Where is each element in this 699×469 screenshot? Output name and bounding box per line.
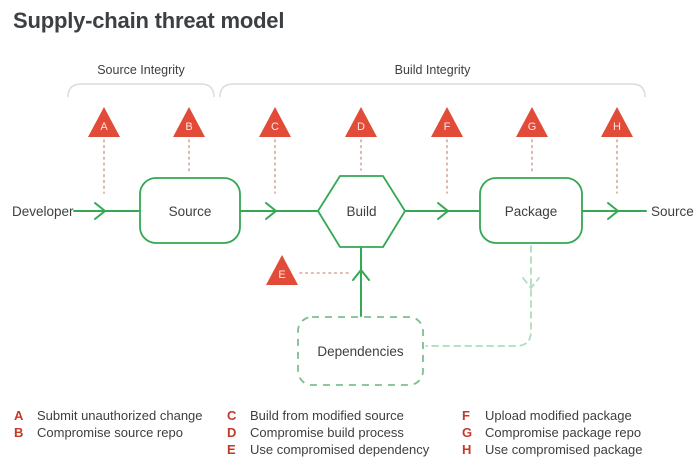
legend-item-d: D Compromise build process [227, 424, 429, 441]
legend-item-a: A Submit unauthorized change [14, 407, 203, 424]
dependencies-node-shape [297, 316, 424, 386]
threat-letter-g: G [527, 121, 537, 133]
page-title: Supply-chain threat model [13, 8, 285, 33]
threat-pointer-lines [103, 139, 618, 274]
build-integrity-label: Build Integrity [394, 63, 471, 77]
package-node-label: Package [504, 204, 558, 219]
build-node-label: Build [346, 204, 377, 219]
legend-letter-a: A [14, 408, 24, 423]
legend-column-3: F Upload modified package G Compromise p… [462, 407, 643, 458]
legend-letter-f: F [462, 408, 470, 423]
legend-desc-a: Submit unauthorized change [37, 408, 203, 423]
arrowhead-f [437, 202, 449, 220]
package-dependency-link [425, 245, 540, 347]
threat-letter-h: H [613, 121, 621, 133]
arrowhead-h [607, 202, 619, 220]
legend-column-2: C Build from modified source D Compromis… [227, 407, 429, 458]
legend-letter-c: C [227, 408, 237, 423]
legend-desc-e: Use compromised dependency [250, 442, 430, 457]
arrowhead-e [352, 269, 370, 281]
threat-letter-a: A [100, 121, 108, 133]
source-node-shape [139, 177, 241, 244]
build-node-shape [317, 175, 406, 248]
threat-letter-c: C [271, 121, 279, 133]
flow-output-label: Source [651, 204, 694, 219]
legend-item-c: C Build from modified source [227, 407, 429, 424]
build-integrity-bracket [219, 83, 646, 98]
legend-desc-d: Compromise build process [250, 425, 404, 440]
threat-letter-f: F [443, 121, 451, 133]
source-node-label: Source [168, 204, 212, 219]
legend-desc-b: Compromise source repo [37, 425, 183, 440]
legend-letter-b: B [14, 425, 24, 440]
dependencies-node-label: Dependencies [317, 344, 404, 359]
legend-desc-c: Build from modified source [250, 408, 404, 423]
threat-letter-b: B [185, 121, 193, 133]
threat-letter-e: E [278, 269, 286, 281]
source-integrity-bracket [67, 83, 215, 98]
legend-item-g: G Compromise package repo [462, 424, 643, 441]
legend-letter-h: H [462, 442, 472, 457]
legend-item-f: F Upload modified package [462, 407, 643, 424]
package-node-shape [479, 177, 583, 244]
flow-input-label: Developer [12, 204, 74, 219]
legend-desc-h: Use compromised package [485, 442, 643, 457]
legend-item-h: H Use compromised package [462, 441, 643, 458]
threat-letter-d: D [357, 121, 365, 133]
arrowhead-a [94, 202, 106, 220]
legend-letter-g: G [462, 425, 473, 440]
legend-item-e: E Use compromised dependency [227, 441, 429, 458]
arrowhead-package-dependency [522, 277, 540, 290]
legend-item-b: B Compromise source repo [14, 424, 203, 441]
legend-column-1: A Submit unauthorized change B Compromis… [14, 407, 203, 441]
arrowhead-c [265, 202, 277, 220]
source-integrity-label: Source Integrity [97, 63, 185, 77]
legend-letter-e: E [227, 442, 236, 457]
flow-arrows [73, 202, 647, 317]
legend-desc-f: Upload modified package [485, 408, 632, 423]
legend-letter-d: D [227, 425, 237, 440]
legend-desc-g: Compromise package repo [485, 425, 642, 440]
